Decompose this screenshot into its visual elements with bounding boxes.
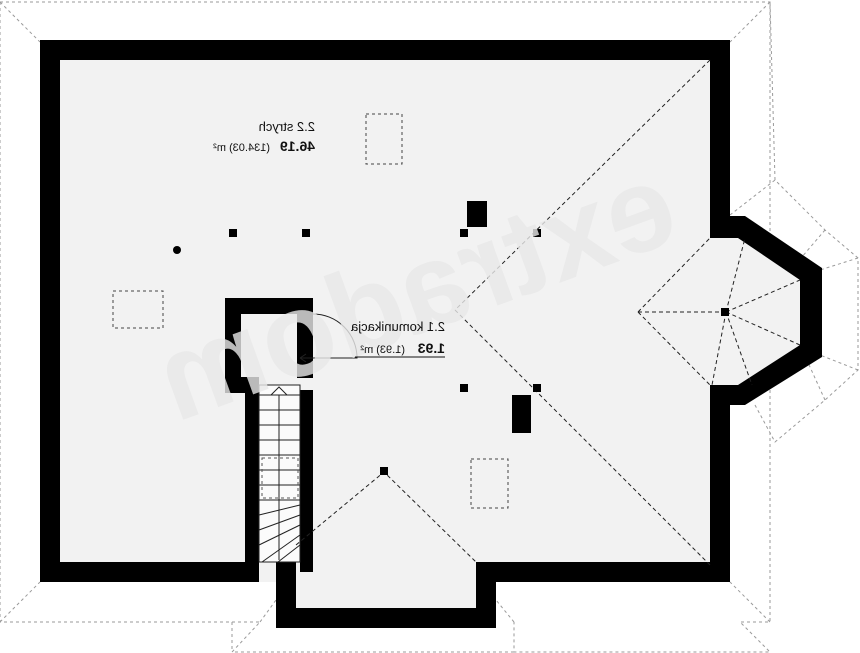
floor-area [40, 40, 820, 628]
room-label-attic: 2.2 strych 46.19 (134.03) m² [213, 119, 315, 154]
chimneys-and-posts [173, 201, 729, 475]
room-area-secondary-2-1: (1.93) m² [360, 344, 405, 356]
post [229, 229, 237, 237]
door-swing [299, 313, 358, 363]
post [533, 229, 541, 237]
post [380, 467, 388, 475]
room-area-2-2: 46.19 [280, 138, 315, 154]
room-area-2-1: 1.93 [418, 340, 445, 356]
chimney-2 [512, 395, 531, 433]
chimney-1 [467, 201, 487, 227]
roof-window-3 [470, 458, 509, 509]
room-name-2-1: 2.1 komunikacja [350, 319, 445, 334]
post [460, 384, 468, 392]
post [721, 308, 729, 316]
room-name-2-2: 2.2 strych [259, 119, 315, 134]
post [460, 229, 468, 237]
outer-walls [40, 40, 822, 628]
post [302, 229, 310, 237]
room-label-hall: 2.1 komunikacja 1.93 (1.93) m² [350, 319, 445, 358]
post [173, 246, 181, 254]
post [533, 384, 541, 392]
roof-window-2 [112, 290, 164, 329]
roof-windows [112, 113, 509, 509]
room-area-secondary-2-2: (134.03) m² [213, 142, 270, 154]
roof-window-1 [365, 113, 403, 165]
staircase [258, 384, 301, 563]
